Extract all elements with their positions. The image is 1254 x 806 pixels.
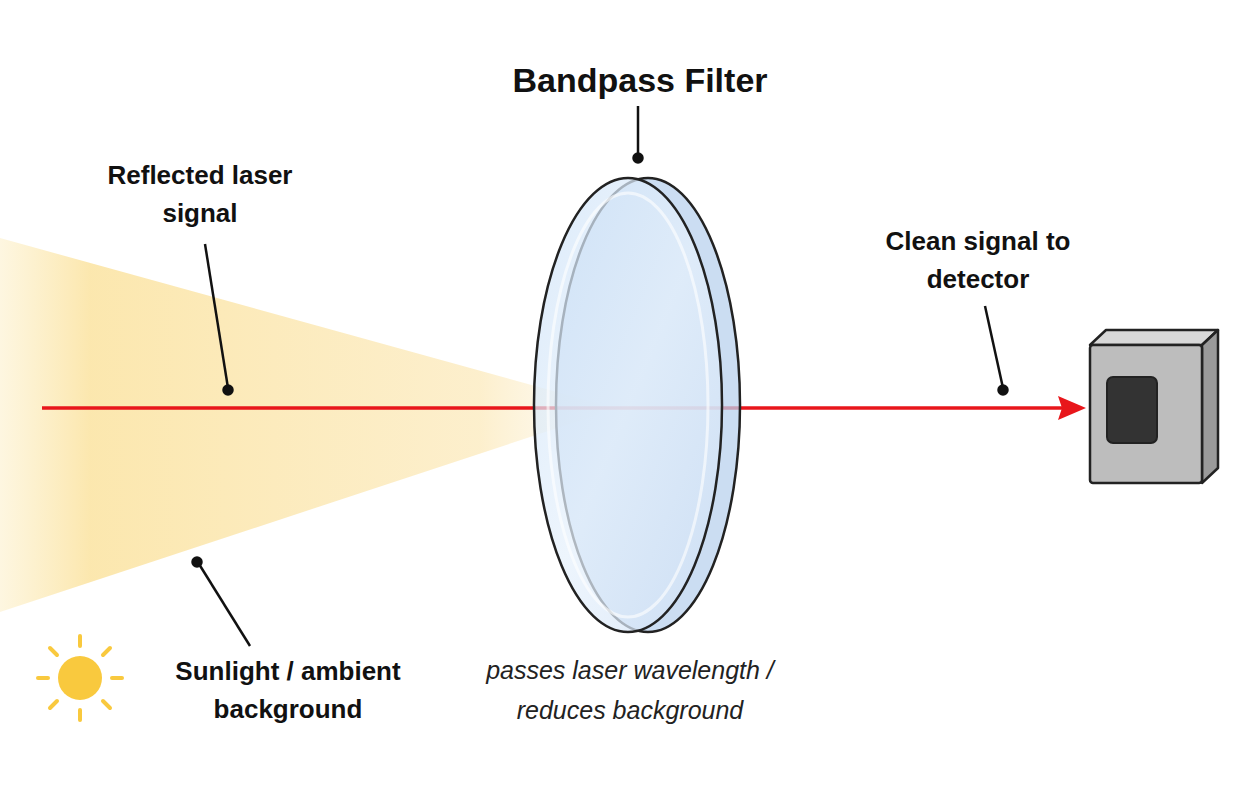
bandpass-filter: Bandpass Filter: [470, 60, 810, 640]
sunlight-label: Sunlight / ambient background: [148, 652, 428, 728]
sunlight-cone: [0, 238, 600, 612]
leader-lines: [193, 106, 1008, 646]
filter-lens: [470, 60, 810, 640]
output-label: Clean signal to detector: [878, 222, 1078, 298]
filter-heading: Bandpass Filter: [512, 60, 767, 100]
filter-caption: passes laser wavelength / reduces backgr…: [475, 650, 785, 730]
signal-label: Reflected laser signal: [84, 156, 316, 232]
sun-icon: [38, 636, 122, 720]
arrow-head: [1058, 396, 1086, 420]
detector: [1090, 330, 1218, 483]
